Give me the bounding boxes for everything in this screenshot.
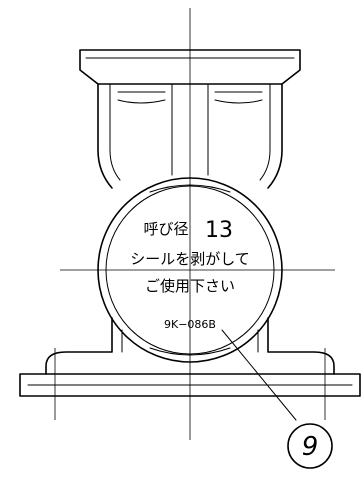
instruction-line-2: ご使用下さい — [145, 277, 235, 295]
flange-base — [19, 317, 361, 397]
center-lines — [54, 8, 335, 440]
hex-nut-body — [79, 49, 301, 189]
nominal-size-caption: 呼び径 — [143, 220, 188, 238]
label-disc — [97, 177, 283, 363]
callout-leader-line — [221, 329, 297, 421]
instruction-line-1: シールを剥がして — [130, 250, 250, 268]
callout-balloon: 9 — [287, 423, 333, 469]
callout-circle — [287, 423, 333, 469]
nominal-size-value: 13 — [205, 218, 233, 243]
part-code: 9K−086B — [164, 318, 216, 331]
callout-number: 9 — [302, 432, 319, 462]
